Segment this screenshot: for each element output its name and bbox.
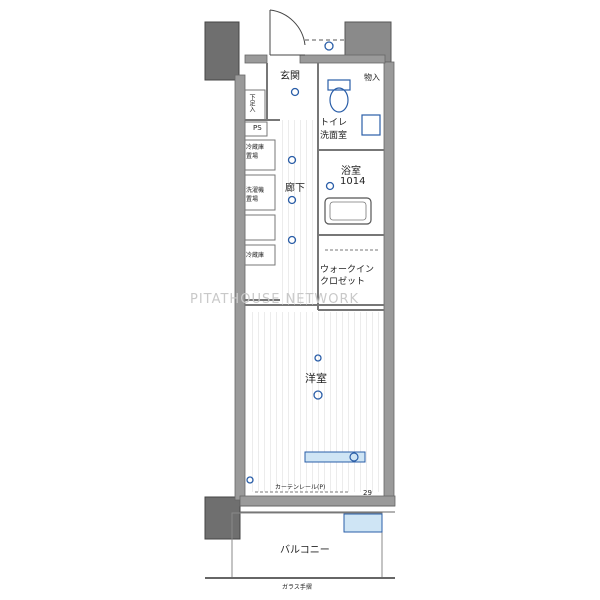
water-heater-label: 冷蔵庫 置場 [246, 144, 265, 160]
watermark: PITATHOUSE NETWORK [190, 292, 360, 307]
column-bottom-left [204, 496, 241, 540]
light-points [246, 41, 335, 484]
room-toilet-wash: トイレ 洗面室 [320, 118, 348, 141]
outdoor-unit [343, 513, 383, 533]
room-bath-size: 1014 [340, 176, 366, 187]
room-storage: 物入 [364, 73, 380, 82]
fridge-label: 冷蔵庫 [246, 252, 265, 259]
toilet-icon [327, 79, 351, 113]
column-top-left [204, 21, 240, 81]
window-sill [304, 451, 366, 463]
room-bath: 浴室 [341, 166, 361, 177]
corridor-floor [280, 120, 318, 305]
room-walk-in-closet: ウォークイン クロゼット [320, 265, 375, 287]
bathtub [324, 197, 372, 225]
curtain-rail-label: カーテンレール(P) [275, 484, 326, 491]
entrance-door [269, 9, 306, 56]
room-entrance: 玄関 [280, 71, 300, 82]
shoe-box-label: 下足入 [248, 94, 255, 112]
washer-label: 洗濯機 置場 [246, 187, 265, 203]
ac-point [349, 452, 359, 462]
room-corridor: 廊下 [285, 183, 305, 194]
wash-basin-icon [361, 114, 381, 136]
glass-handrail-label: ガラス手摺 [282, 584, 312, 591]
outer-walls [234, 54, 396, 507]
bathtub-inner [329, 201, 367, 221]
left-units [244, 89, 276, 266]
code-29-label: 29 [363, 489, 372, 497]
sliding-window [240, 505, 395, 513]
room-western: 洋室 [305, 372, 327, 385]
ps-label: PS [253, 124, 262, 132]
western-room-floor [248, 312, 381, 492]
room-balcony: バルコニー [280, 545, 330, 556]
